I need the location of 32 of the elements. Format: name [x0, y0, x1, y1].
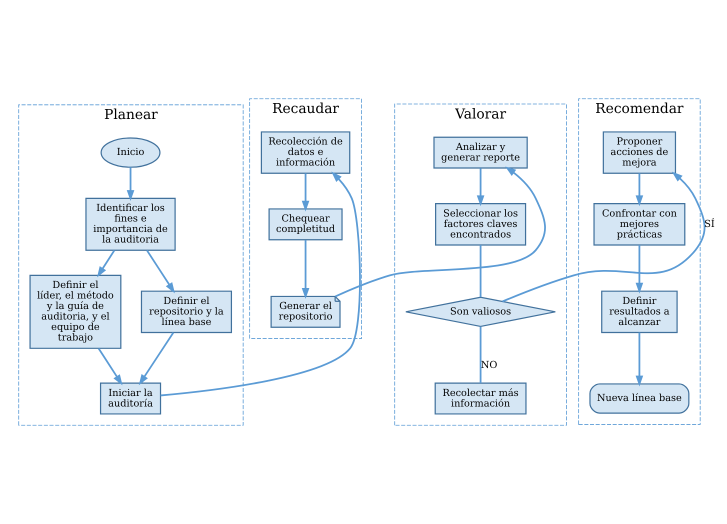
node-ellipse: Inicio — [100, 137, 161, 168]
node-box: Definir el repositorio y la línea base — [140, 290, 232, 334]
node-box: Iniciar la auditoría — [100, 382, 162, 415]
node-box: Proponer acciones de mejora — [602, 131, 676, 174]
node-box: Identificar los fines e importancia de la auditoria — [85, 198, 176, 251]
arrow — [636, 245, 644, 294]
arrow — [636, 332, 644, 386]
node-box: Chequear completitud — [268, 208, 343, 240]
edge-label: SÍ — [704, 218, 715, 230]
node-box: Definir el líder, el método y la guía de auditoria, y el equipo de trabajo — [29, 274, 122, 349]
node-box: Nueva línea base — [589, 383, 690, 414]
arrow — [302, 173, 310, 212]
connector — [480, 245, 482, 298]
node-box: Confrontar con mejores prácticas — [593, 203, 686, 246]
arrow — [97, 250, 116, 278]
arrow — [146, 250, 175, 294]
arrow — [335, 166, 546, 298]
connector — [480, 326, 482, 384]
node-diamond: Son valiosos — [405, 296, 556, 328]
node-box: Recolección de datos e información — [260, 131, 350, 174]
arrow — [126, 167, 134, 202]
arrow — [98, 348, 123, 386]
arrow — [476, 168, 484, 206]
arrow — [138, 332, 174, 386]
arrow — [636, 173, 644, 206]
arrow — [160, 172, 361, 396]
node-box: Recolectar más información — [434, 382, 527, 415]
node-box: Seleccionar los factores claves encontrados — [435, 203, 526, 246]
arrow — [502, 172, 706, 302]
node-box: Analizar y generar reporte — [433, 136, 528, 169]
arrow — [302, 240, 310, 299]
node-box: Definir resultados a alcanzar — [601, 290, 678, 334]
